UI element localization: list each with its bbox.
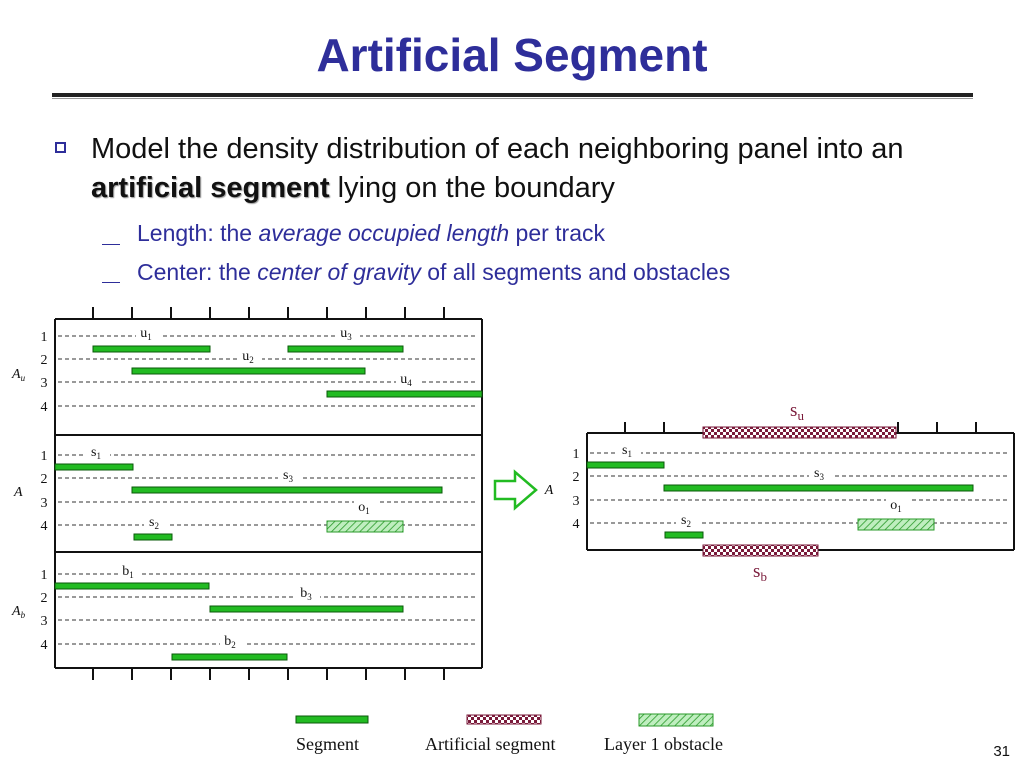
obstacle-o1 (326, 520, 404, 533)
sub2-suffix: of all segments and obstacles (420, 259, 731, 285)
middle-segments (54, 463, 443, 541)
sub-bullet-center: Center: the center of gravity of all seg… (137, 259, 730, 286)
title-underline-thin (52, 98, 973, 99)
track-label-m4: 4 (41, 519, 48, 534)
left-panel-ticks (92, 307, 445, 680)
sub-bullet-length: Length: the average occupied length per … (137, 220, 605, 247)
left-track-lines (58, 335, 478, 645)
right-panel-label: A (544, 483, 554, 498)
label-sb: sb (753, 561, 767, 584)
sub1-prefix: Length: the (137, 220, 259, 246)
panel-label-lower: Ab (11, 604, 26, 620)
sub1-italic: average occupied length (258, 220, 510, 246)
artificial-segment-sb (702, 544, 819, 557)
artificial-segment-su (702, 426, 897, 439)
legend-artificial-swatch (466, 714, 542, 725)
label-u3: u3 (340, 326, 352, 342)
right-track-2: 2 (573, 470, 580, 485)
right-segment-s2 (664, 531, 704, 539)
label-s3: s3 (283, 468, 293, 484)
right-label-o1: o1 (890, 498, 902, 514)
segment-s3 (131, 486, 443, 494)
legend-obstacle-swatch (638, 713, 714, 727)
label-o1: o1 (358, 500, 370, 516)
track-label-b3: 3 (41, 614, 48, 629)
segment-u2 (131, 367, 366, 375)
label-u2: u2 (242, 349, 254, 365)
transform-arrow-icon (493, 469, 538, 511)
right-label-s1: s1 (622, 443, 632, 459)
track-label-u2: 2 (41, 353, 48, 368)
track-label-m1: 1 (41, 449, 48, 464)
track-label-u4: 4 (41, 400, 48, 415)
legend-segment-swatch (295, 715, 369, 724)
segment-b1 (54, 582, 210, 590)
right-obstacle-o1 (857, 518, 935, 531)
sub-bullet-dash-1 (102, 244, 120, 245)
right-segments (586, 461, 974, 539)
bullet-emphasis: artificial segment (91, 172, 330, 204)
bullet-text-part2: lying on the boundary (329, 172, 615, 204)
right-track-3: 3 (573, 494, 580, 509)
legend-artificial-label: Artificial segment (425, 734, 556, 754)
sub1-suffix: per track (509, 220, 606, 246)
track-label-b2: 2 (41, 591, 48, 606)
bullet-square-icon (55, 142, 66, 153)
right-segment-s1 (586, 461, 665, 469)
track-label-u3: 3 (41, 376, 48, 391)
legend-obstacle-label: Layer 1 obstacle (604, 734, 723, 754)
legend-segment-label: Segment (296, 734, 359, 754)
right-label-s2: s2 (681, 513, 691, 529)
right-track-lines (590, 452, 1010, 524)
lower-segments (54, 582, 404, 661)
sub2-italic: center of gravity (257, 259, 421, 285)
sub2-prefix: Center: the (137, 259, 258, 285)
segment-u3 (287, 345, 404, 353)
page-number: 31 (993, 743, 1010, 760)
right-segment-s3 (663, 484, 974, 492)
segment-u1 (92, 345, 211, 353)
right-label-s3: s3 (814, 466, 824, 482)
right-track-1: 1 (573, 447, 580, 462)
segment-u4 (326, 390, 483, 398)
segment-b3 (209, 605, 404, 613)
label-s2: s2 (149, 515, 159, 531)
label-b1: b1 (122, 564, 134, 580)
right-panel-ticks (624, 422, 977, 433)
track-label-u1: 1 (41, 330, 48, 345)
upper-segments (92, 345, 483, 398)
track-label-b4: 4 (41, 638, 48, 653)
slide-title: Artificial Segment (316, 29, 708, 81)
left-panel-frame (54, 318, 483, 669)
title-underline (52, 93, 973, 97)
label-su: su (790, 400, 804, 423)
label-b2: b2 (224, 634, 236, 650)
panel-label-upper: Au (11, 367, 26, 383)
track-label-m3: 3 (41, 496, 48, 511)
segment-s1 (54, 463, 134, 471)
label-s1: s1 (91, 445, 101, 461)
label-u1: u1 (140, 326, 152, 342)
track-label-b1: 1 (41, 568, 48, 583)
segment-b2 (171, 653, 288, 661)
label-b3: b3 (300, 586, 312, 602)
bullet-text-part1: Model the density distribution of each n… (91, 133, 904, 165)
main-bullet: Model the density distribution of each n… (91, 130, 971, 208)
right-track-4: 4 (573, 517, 580, 532)
segment-s2 (133, 533, 173, 541)
sub-bullet-dash-2 (102, 282, 120, 283)
panel-label-middle: A (13, 485, 23, 500)
track-label-m2: 2 (41, 472, 48, 487)
label-u4: u4 (400, 372, 412, 388)
